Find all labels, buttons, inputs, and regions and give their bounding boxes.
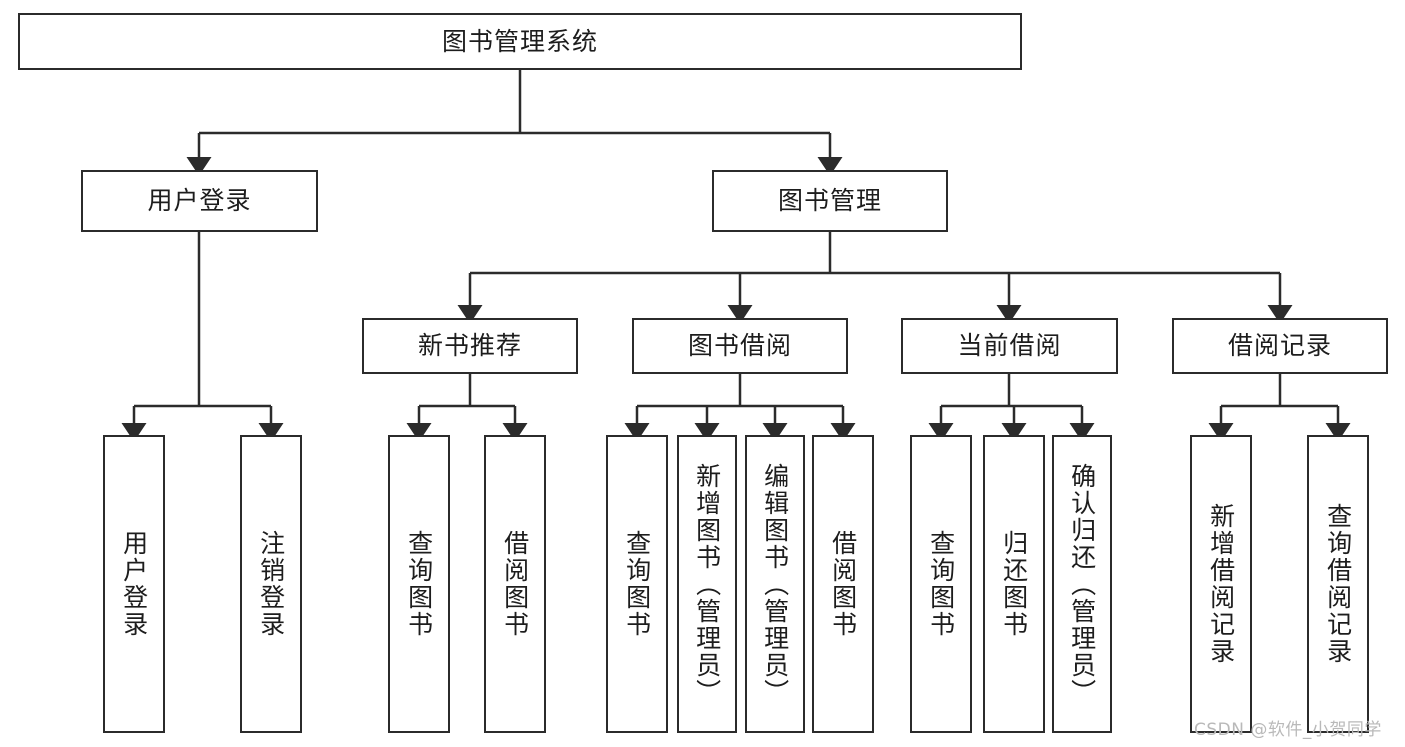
leaf-confirm-return[interactable]: 确认归还（管理员） bbox=[1052, 435, 1112, 733]
leaf-query-record-label: 查询借阅记录 bbox=[1323, 503, 1353, 665]
leaf-edit-book[interactable]: 编辑图书（管理员） bbox=[745, 435, 805, 733]
node-book-manage[interactable]: 图书管理 bbox=[712, 170, 948, 232]
leaf-return-book[interactable]: 归还图书 bbox=[983, 435, 1045, 733]
leaf-return-book-label: 归还图书 bbox=[999, 530, 1029, 638]
node-root-label: 图书管理系统 bbox=[441, 26, 598, 56]
leaf-query-book-2-label: 查询图书 bbox=[622, 530, 652, 638]
node-book-borrow-label: 图书借阅 bbox=[687, 331, 792, 361]
leaf-borrow-book-1[interactable]: 借阅图书 bbox=[484, 435, 546, 733]
leaf-add-book-label: 新增图书（管理员） bbox=[692, 462, 722, 706]
node-borrow-record[interactable]: 借阅记录 bbox=[1172, 318, 1388, 374]
node-book-borrow[interactable]: 图书借阅 bbox=[632, 318, 848, 374]
node-borrow-record-label: 借阅记录 bbox=[1227, 331, 1332, 361]
leaf-query-book-3[interactable]: 查询图书 bbox=[910, 435, 972, 733]
leaf-query-record[interactable]: 查询借阅记录 bbox=[1307, 435, 1369, 733]
leaf-add-book[interactable]: 新增图书（管理员） bbox=[677, 435, 737, 733]
node-current-borrow[interactable]: 当前借阅 bbox=[901, 318, 1118, 374]
leaf-user-login[interactable]: 用户登录 bbox=[103, 435, 165, 733]
leaf-borrow-book-2[interactable]: 借阅图书 bbox=[812, 435, 874, 733]
node-user-login[interactable]: 用户登录 bbox=[81, 170, 318, 232]
leaf-add-record-label: 新增借阅记录 bbox=[1206, 503, 1236, 665]
leaf-query-book-1[interactable]: 查询图书 bbox=[388, 435, 450, 733]
node-book-manage-label: 图书管理 bbox=[777, 186, 882, 216]
leaf-user-login-label: 用户登录 bbox=[119, 530, 149, 638]
node-root[interactable]: 图书管理系统 bbox=[18, 13, 1022, 70]
node-new-book-rec[interactable]: 新书推荐 bbox=[362, 318, 578, 374]
leaf-query-book-3-label: 查询图书 bbox=[926, 530, 956, 638]
watermark: CSDN @软件_小贺同学 bbox=[1194, 720, 1382, 740]
leaf-borrow-book-2-label: 借阅图书 bbox=[828, 530, 858, 638]
leaf-query-book-2[interactable]: 查询图书 bbox=[606, 435, 668, 733]
leaf-add-record[interactable]: 新增借阅记录 bbox=[1190, 435, 1252, 733]
leaf-logout[interactable]: 注销登录 bbox=[240, 435, 302, 733]
node-new-book-rec-label: 新书推荐 bbox=[417, 331, 522, 361]
leaf-query-book-1-label: 查询图书 bbox=[404, 530, 434, 638]
leaf-logout-label: 注销登录 bbox=[256, 530, 286, 638]
node-current-borrow-label: 当前借阅 bbox=[957, 331, 1062, 361]
node-user-login-label: 用户登录 bbox=[147, 186, 252, 216]
leaf-confirm-return-label: 确认归还（管理员） bbox=[1067, 462, 1097, 706]
leaf-edit-book-label: 编辑图书（管理员） bbox=[760, 462, 790, 706]
leaf-borrow-book-1-label: 借阅图书 bbox=[500, 530, 530, 638]
